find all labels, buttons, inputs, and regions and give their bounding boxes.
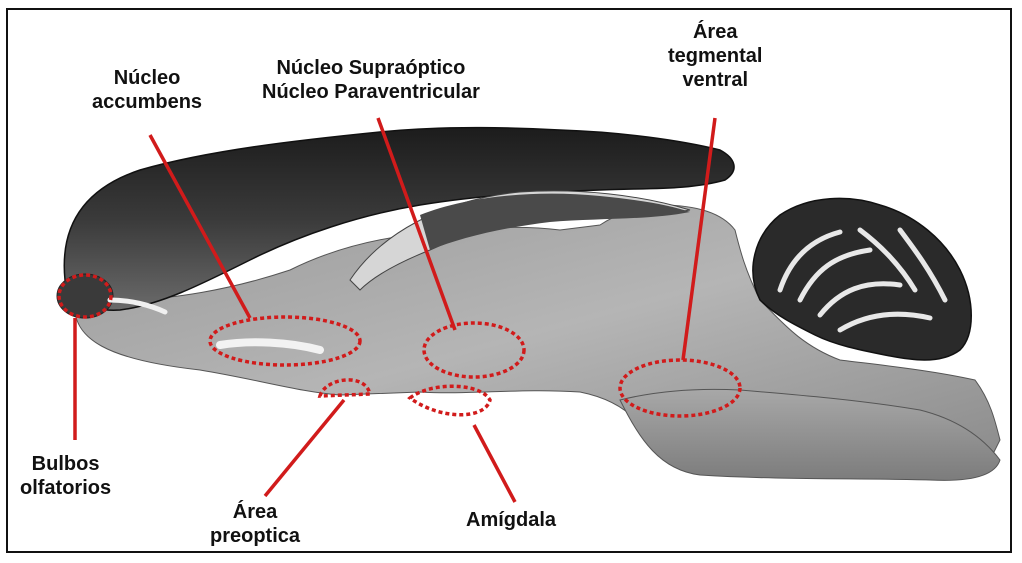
label-nucleo-accumbens: Núcleo accumbens — [92, 66, 202, 114]
label-area-tegmental: Área tegmental ventral — [668, 20, 762, 92]
label-area-preoptica: Área preoptica — [210, 500, 300, 548]
label-line: olfatorios — [20, 476, 111, 500]
label-line: Núcleo — [92, 66, 202, 90]
label-line: Área — [210, 500, 300, 524]
label-line: Bulbos — [20, 452, 111, 476]
label-line: Núcleo Paraventricular — [262, 80, 480, 104]
label-line: tegmental — [668, 44, 762, 68]
label-nucleo-supraoptico: Núcleo Supraóptico Núcleo Paraventricula… — [262, 56, 480, 104]
label-line: Núcleo Supraóptico — [262, 56, 480, 80]
label-line: Amígdala — [466, 508, 556, 532]
leader-amigdala — [474, 425, 515, 502]
label-line: Área — [668, 20, 762, 44]
label-line: ventral — [668, 68, 762, 92]
label-line: preoptica — [210, 524, 300, 548]
label-line: accumbens — [92, 90, 202, 114]
label-amigdala: Amígdala — [466, 508, 556, 532]
label-bulbos-olfatorios: Bulbos olfatorios — [20, 452, 111, 500]
leader-preoptica — [265, 400, 344, 496]
